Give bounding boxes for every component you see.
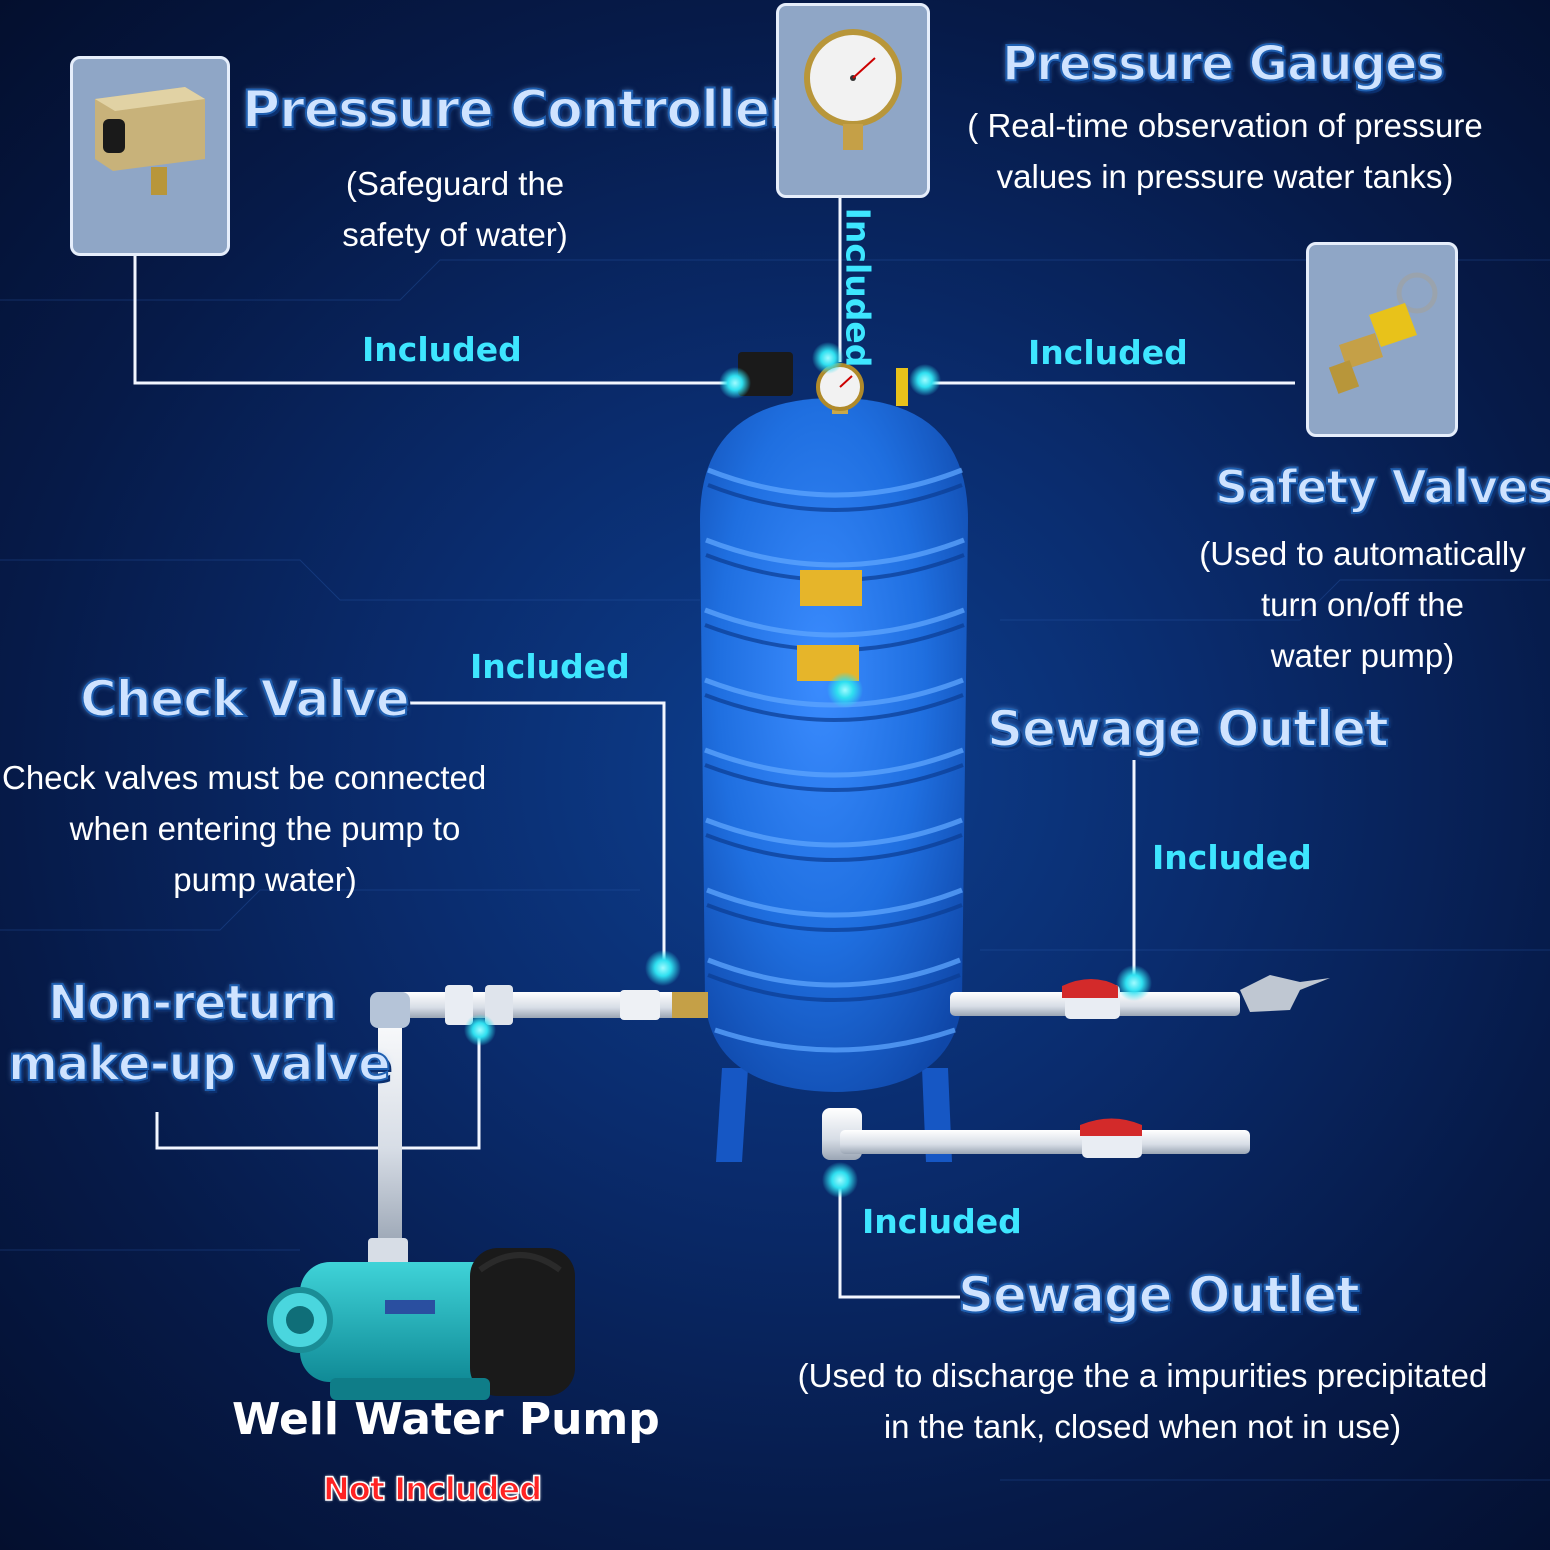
glow-markers: [464, 342, 1152, 1198]
pressure-controller-thumbnail: [70, 56, 230, 256]
pressure-controller-status: Included: [362, 330, 522, 369]
sewage-outlet-lower-desc: (Used to discharge the a impurities prec…: [797, 1357, 1488, 1445]
sewage-outlet-upper-title: Sewage Outlet: [986, 699, 1390, 759]
check-valve-desc: Check valves must be connected when ente…: [2, 759, 487, 898]
tank-top-fittings: [738, 352, 908, 414]
safety-valves-status: Included: [1028, 333, 1188, 372]
glow-dot: [1116, 965, 1152, 1001]
pressure-controller-title: Pressure Controller: [241, 79, 796, 141]
safety-valves-title: Safety Valves: [1214, 459, 1550, 515]
pressure-controller-desc: (Safeguard the safety of water): [342, 165, 568, 253]
glow-dot: [909, 364, 941, 396]
check-valve-status: Included: [470, 647, 630, 686]
well-water-pump-status: Not Included: [322, 1469, 543, 1509]
sewage-outlet-lower-title: Sewage Outlet: [957, 1265, 1361, 1325]
glow-dot: [812, 342, 844, 374]
pressure-gauges-title: Pressure Gauges: [1001, 35, 1446, 93]
line-non-return: [155, 1030, 481, 1150]
lower-sewage-piping: [822, 1108, 1250, 1160]
glow-dot: [719, 367, 751, 399]
inlet-piping: [370, 985, 708, 1248]
safety-valves-desc: (Used to automatically turn on/off the w…: [1199, 535, 1526, 674]
line-sewage-lower: [838, 1180, 960, 1299]
upper-sewage-piping: [950, 975, 1330, 1019]
pressure-gauges-desc: ( Real-time observation of pressure valu…: [967, 107, 1483, 195]
glow-dot: [827, 672, 863, 708]
background-grid: [0, 259, 1550, 1481]
line-pressure-controller: [133, 256, 735, 385]
check-valve-title: Check Valve: [79, 669, 411, 729]
glow-dot: [645, 950, 681, 986]
safety-valve-icon: [1328, 272, 1438, 394]
well-water-pump-title: Well Water Pump: [232, 1394, 660, 1445]
pressure-gauges-thumbnail: [776, 3, 930, 198]
sewage-outlet-lower-status: Included: [862, 1202, 1022, 1241]
pressure-gauge-icon: [804, 29, 902, 150]
pressure-switch-icon: [95, 87, 205, 195]
non-return-valve-title-line1: Non-return: [47, 974, 338, 1032]
glow-dot: [464, 1014, 496, 1046]
water-tank-icon: [700, 398, 968, 1092]
line-check-valve: [395, 701, 666, 965]
connector-lines: [133, 198, 1295, 1299]
glow-dot: [822, 1162, 858, 1198]
safety-valves-thumbnail: [1306, 242, 1458, 437]
water-pump-icon: [267, 1238, 575, 1400]
sewage-outlet-upper-status: Included: [1152, 838, 1312, 877]
pressure-gauges-status: Included: [838, 207, 878, 368]
non-return-valve-title-line2: make-up valve: [7, 1035, 392, 1093]
